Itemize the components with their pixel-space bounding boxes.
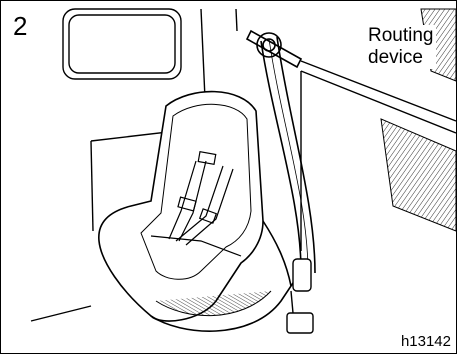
step-number: 2 bbox=[13, 13, 27, 39]
child-seat bbox=[99, 92, 301, 332]
belt-buckle bbox=[287, 259, 313, 333]
callout-line-1: Routing bbox=[368, 25, 434, 47]
routing-device-callout: Routing device bbox=[366, 25, 436, 69]
callout-line-2: device bbox=[368, 47, 434, 69]
figure-code: h13142 bbox=[399, 333, 453, 350]
